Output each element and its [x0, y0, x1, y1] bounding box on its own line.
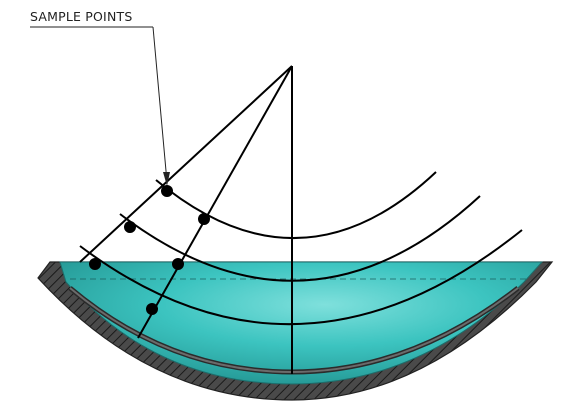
radial-line-middle [137, 65, 293, 339]
callout-leader [152, 26, 168, 183]
arc-outer [79, 229, 523, 326]
radial-line-left [79, 65, 293, 263]
sample-point [161, 185, 173, 197]
arc-inner [155, 171, 437, 240]
sample-point [146, 303, 158, 315]
callout-arrowhead [163, 172, 170, 186]
arc-middle [119, 195, 481, 282]
callout-label: SAMPLE POINTS [30, 9, 133, 24]
sample-point [89, 258, 101, 270]
sample-point [124, 221, 136, 233]
sample-point [198, 213, 210, 225]
sample-point [172, 258, 184, 270]
